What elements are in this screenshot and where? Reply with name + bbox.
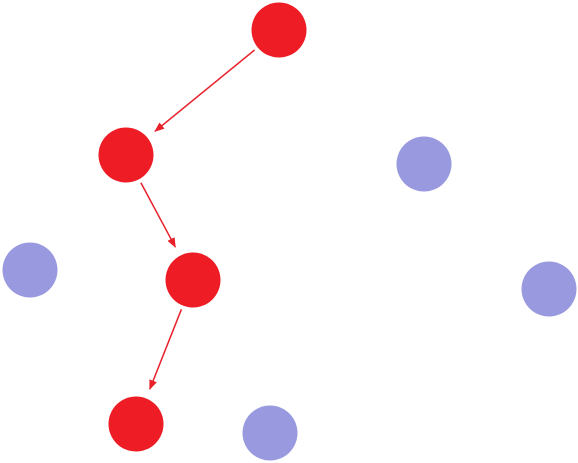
other-node-n6 [2,242,58,298]
other-node-n5 [396,136,452,192]
path-node-n4 [108,396,164,452]
edge-layer [140,49,256,391]
path-node-n2 [98,127,154,183]
path-node-n1 [251,2,307,58]
other-node-n8 [242,405,298,461]
edge-n3-n4 [149,309,183,391]
edge-n1-n2 [154,49,256,132]
path-node-n3 [165,252,221,308]
edge-n2-n3 [140,182,176,248]
other-node-n7 [521,261,577,317]
